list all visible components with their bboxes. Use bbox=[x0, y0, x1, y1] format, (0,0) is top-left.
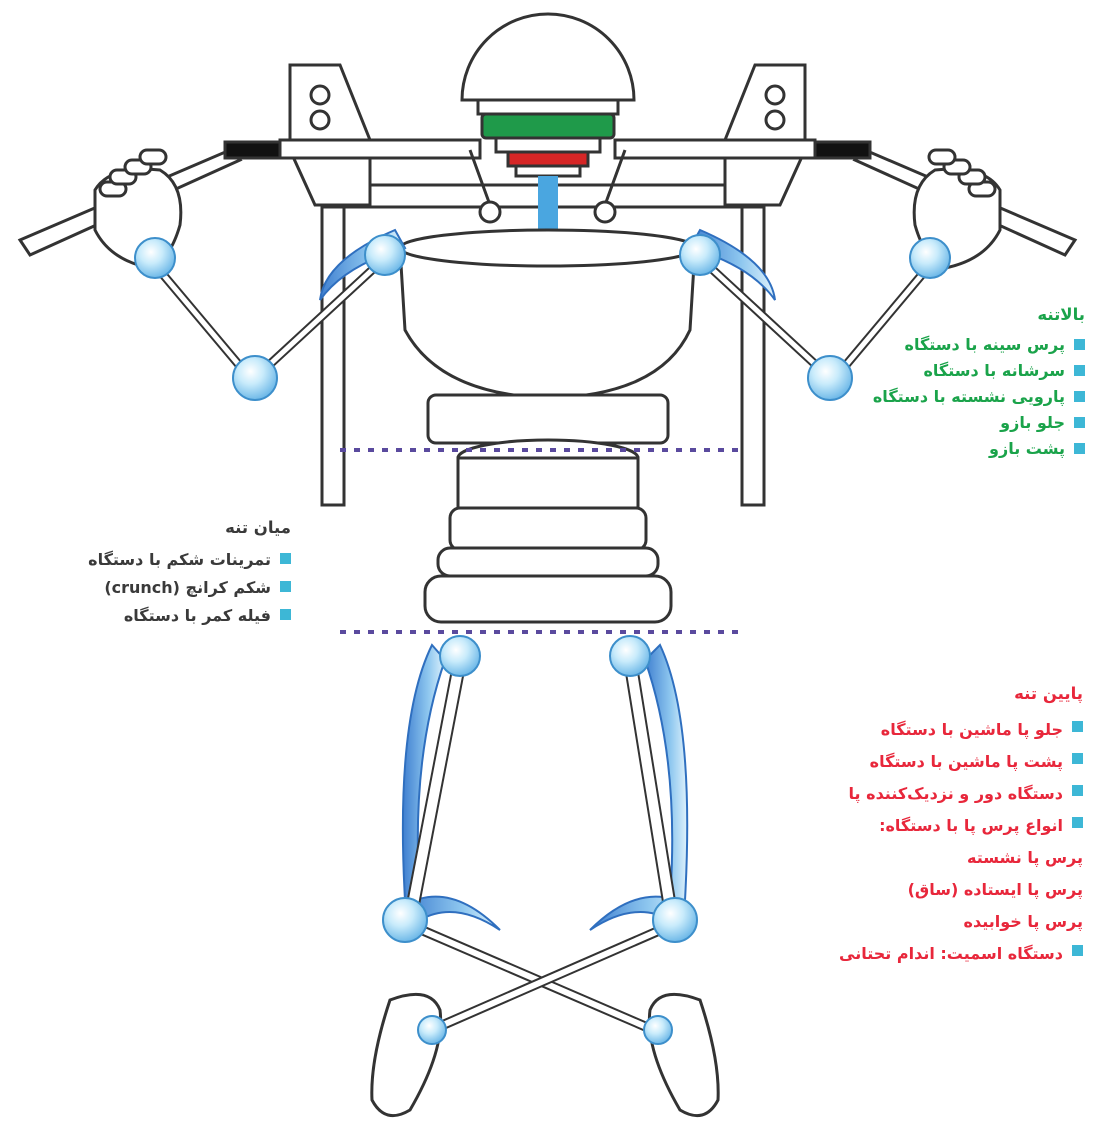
middle-body-panel: میان تنه تمرینات شکم با دستگاه شکم کرانچ… bbox=[58, 514, 291, 630]
upper-body-list: پرس سینه با دستگاه سرشانه با دستگاه پارو… bbox=[845, 332, 1085, 462]
bullet-square-icon bbox=[1074, 417, 1085, 428]
list-item: سرشانه با دستگاه bbox=[845, 358, 1085, 384]
bullet-square-icon bbox=[280, 581, 291, 592]
bullet-square-icon bbox=[1074, 391, 1085, 402]
middle-body-list: تمرینات شکم با دستگاه شکم کرانچ (crunch)… bbox=[58, 546, 291, 630]
legs bbox=[410, 660, 672, 1035]
torso bbox=[400, 230, 696, 443]
upper-body-panel: بالاتنه پرس سینه با دستگاه سرشانه با دست… bbox=[845, 302, 1085, 462]
feet bbox=[372, 994, 718, 1115]
list-item: پشت پا ماشین با دستگاه bbox=[753, 746, 1083, 778]
bullet-square-icon bbox=[1072, 785, 1083, 796]
abdomen-stack bbox=[425, 440, 671, 622]
list-item: انواع پرس پا با دستگاه: bbox=[753, 810, 1083, 842]
bullet-square-icon bbox=[280, 553, 291, 564]
bullet-square-icon bbox=[1074, 339, 1085, 350]
list-item: تمرینات شکم با دستگاه bbox=[58, 546, 291, 574]
bullet-square-icon bbox=[1072, 753, 1083, 764]
list-item: فیله کمر با دستگاه bbox=[58, 602, 291, 630]
bullet-square-icon bbox=[1074, 365, 1085, 376]
list-item: شکم کرانچ (crunch) bbox=[58, 574, 291, 602]
middle-body-title: میان تنه bbox=[58, 514, 291, 542]
list-item: جلو بازو bbox=[845, 410, 1085, 436]
lower-body-panel: پایین تنه جلو پا ماشین با دستگاه پشت پا … bbox=[753, 678, 1083, 970]
list-subitem: پرس پا ایستاده (ساق) bbox=[753, 874, 1083, 906]
bullet-square-icon bbox=[1072, 817, 1083, 828]
upper-body-title: بالاتنه bbox=[845, 302, 1085, 328]
lower-body-title: پایین تنه bbox=[753, 678, 1083, 710]
list-subitem: پرس پا خوابیده bbox=[753, 906, 1083, 938]
list-item: جلو پا ماشین با دستگاه bbox=[753, 714, 1083, 746]
list-item: پارویی نشسته با دستگاه bbox=[845, 384, 1085, 410]
list-item: دستگاه دور و نزدیک‌کننده پا bbox=[753, 778, 1083, 810]
lower-body-list: جلو پا ماشین با دستگاه پشت پا ماشین با د… bbox=[753, 714, 1083, 970]
bullet-square-icon bbox=[1072, 721, 1083, 732]
list-item: دستگاه اسمیت: اندام تحتانی bbox=[753, 938, 1083, 970]
bullet-square-icon bbox=[1074, 443, 1085, 454]
list-subitem: پرس پا نشسته bbox=[753, 842, 1083, 874]
bullet-square-icon bbox=[280, 609, 291, 620]
bullet-square-icon bbox=[1072, 945, 1083, 956]
list-item: پشت بازو bbox=[845, 436, 1085, 462]
list-item: پرس سینه با دستگاه bbox=[845, 332, 1085, 358]
robot-head bbox=[462, 14, 634, 176]
